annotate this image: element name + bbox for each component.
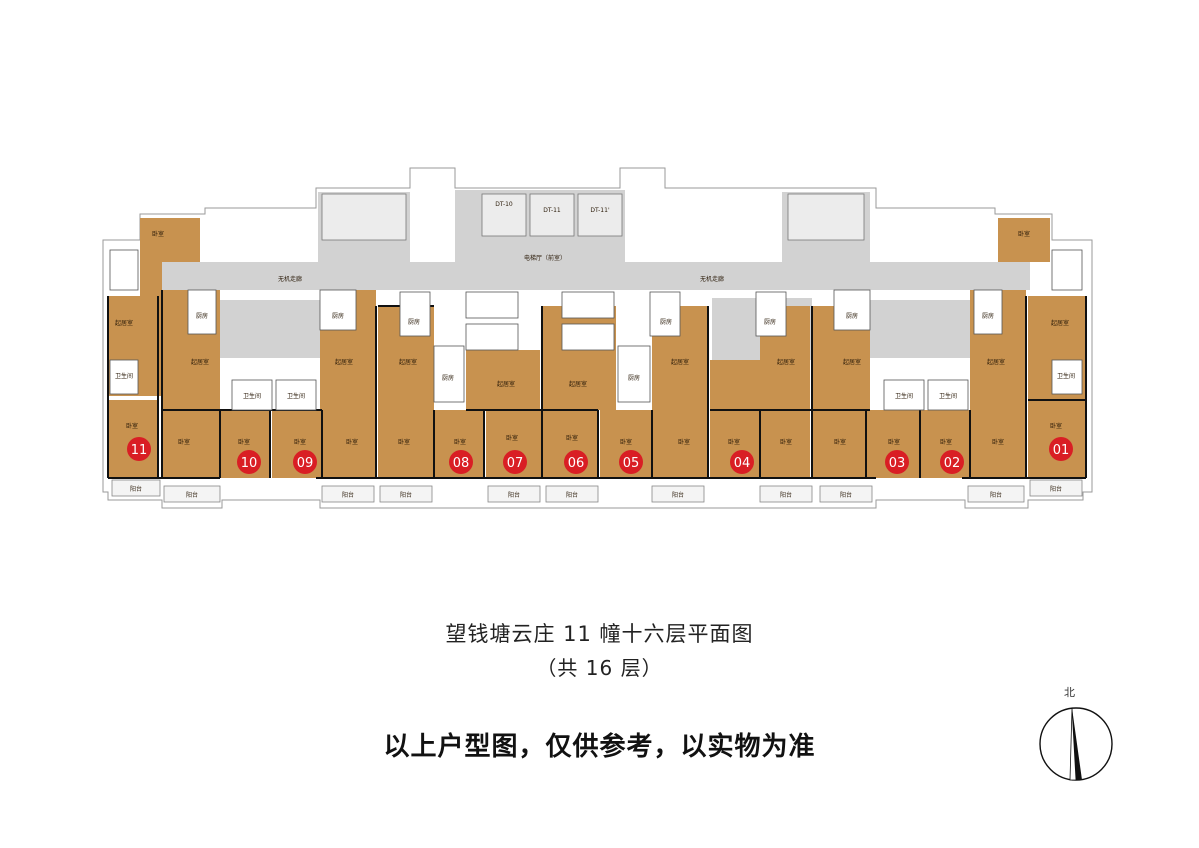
balcony-label: 阳台 (342, 491, 354, 499)
bath-label: 卫生间 (1057, 372, 1075, 380)
kitchen-label: 厨房 (846, 312, 858, 320)
bedroom-label: 卧室 (940, 438, 952, 446)
unit-badge-circle (127, 437, 151, 461)
balcony-label: 阳台 (990, 491, 1002, 499)
bedroom-label: 卧室 (178, 438, 190, 446)
balcony-label: 阳台 (186, 491, 198, 499)
service-rooms (109, 249, 1083, 411)
unit-number-11: 11 (131, 443, 148, 458)
bedroom-label: 卧室 (620, 438, 632, 446)
north-arrow-icon (1039, 707, 1113, 781)
kitchen-label: 厨房 (408, 318, 420, 326)
balcony-label: 阳台 (400, 491, 412, 499)
unit-badge-circle (730, 450, 754, 474)
balcony-label: 阳台 (566, 491, 578, 499)
unit-badge-circle (449, 450, 473, 474)
plan-title: 望钱塘云庄 11 幢十六层平面图 (445, 622, 754, 646)
balcony-label: 阳台 (1050, 485, 1062, 493)
room-labels: 无机走廊 无机走廊 电梯厅（前室） 起居室 起居室 起居室 起居室 起居室 起居… (115, 201, 1075, 499)
disclaimer-text: 以上户型图，仅供参考，以实物为准 (383, 732, 816, 762)
unit-number-10: 10 (241, 456, 258, 471)
living-label: 起居室 (671, 358, 689, 366)
unit-number-04: 04 (734, 456, 751, 471)
unit-number-08: 08 (453, 456, 470, 471)
balcony-label: 阳台 (840, 491, 852, 499)
bedroom-label: 卧室 (506, 434, 518, 442)
living-label: 起居室 (1051, 319, 1069, 327)
corridor-label: 无机走廊 (700, 275, 724, 283)
floor-plan: 无机走廊 无机走廊 电梯厅（前室） 起居室 起居室 起居室 起居室 起居室 起居… (102, 167, 1093, 509)
balcony-label: 阳台 (130, 485, 142, 493)
building-outline (102, 167, 1093, 509)
kitchen-label: 厨房 (982, 312, 994, 320)
unit-badges: 11 10 09 08 07 06 05 04 03 02 01 (127, 437, 1073, 474)
balconies (111, 479, 1083, 503)
lobby-label: 电梯厅（前室） (524, 254, 566, 262)
unit-number-02: 02 (944, 456, 961, 471)
wall-lines (107, 290, 1087, 479)
bedroom-label: 卧室 (728, 438, 740, 446)
bedroom-label: 卧室 (398, 438, 410, 446)
bedroom-label: 卧室 (238, 438, 250, 446)
bedroom-label: 卧室 (678, 438, 690, 446)
living-label: 起居室 (843, 358, 861, 366)
unit-badge-circle (1049, 437, 1073, 461)
living-label: 起居室 (115, 319, 133, 327)
shaft-label: DT-10 (495, 201, 513, 208)
bath-label: 卫生间 (895, 392, 913, 400)
unit-badge-circle (564, 450, 588, 474)
unit-number-06: 06 (568, 456, 585, 471)
unit-badge-circle (293, 450, 317, 474)
north-label: 北 (1064, 686, 1075, 699)
kitchen-label: 厨房 (764, 318, 776, 326)
unit-badge-circle (885, 450, 909, 474)
corridor-label: 无机走廊 (278, 275, 302, 283)
bedroom-label: 卧室 (294, 438, 306, 446)
bath-label: 卫生间 (243, 392, 261, 400)
unit-number-03: 03 (889, 456, 906, 471)
unit-number-09: 09 (297, 456, 314, 471)
living-label: 起居室 (987, 358, 1005, 366)
living-label: 起居室 (191, 358, 209, 366)
bedroom-label: 卧室 (126, 422, 138, 430)
unit-badge-circle (619, 450, 643, 474)
bedroom-label: 卧室 (780, 438, 792, 446)
kitchen-label: 厨房 (442, 374, 454, 382)
bath-label: 卫生间 (939, 392, 957, 400)
bedroom-label: 卧室 (1018, 230, 1030, 238)
compass: 北 (1036, 684, 1116, 784)
bedroom-label: 卧室 (834, 438, 846, 446)
unit-badge-circle (940, 450, 964, 474)
kitchen-label: 厨房 (660, 318, 672, 326)
living-label: 起居室 (777, 358, 795, 366)
living-label: 起居室 (399, 358, 417, 366)
shaft-label: DT-11 (543, 207, 561, 214)
bedroom-label: 卧室 (888, 438, 900, 446)
living-label: 起居室 (497, 380, 515, 388)
bedroom-label: 卧室 (152, 230, 164, 238)
bedroom-label: 卧室 (1050, 422, 1062, 430)
bedroom-label: 卧室 (992, 438, 1004, 446)
bedroom-label: 卧室 (346, 438, 358, 446)
kitchen-label: 厨房 (196, 312, 208, 320)
bedroom-label: 卧室 (566, 434, 578, 442)
bedroom-label: 卧室 (454, 438, 466, 446)
bath-label: 卫生间 (115, 372, 133, 380)
plan-subtitle: （共 16 层） (536, 656, 663, 680)
unit-number-05: 05 (623, 456, 640, 471)
balcony-label: 阳台 (508, 491, 520, 499)
balcony-label: 阳台 (672, 491, 684, 499)
living-label: 起居室 (569, 380, 587, 388)
bath-label: 卫生间 (287, 392, 305, 400)
unit-number-07: 07 (507, 456, 524, 471)
kitchen-label: 厨房 (628, 374, 640, 382)
balcony-label: 阳台 (780, 491, 792, 499)
living-label: 起居室 (335, 358, 353, 366)
stairwells (321, 193, 865, 241)
kitchen-label: 厨房 (332, 312, 344, 320)
unit-badge-circle (237, 450, 261, 474)
unit-number-01: 01 (1053, 443, 1070, 458)
shaft-label: DT-11' (590, 207, 610, 214)
unit-badge-circle (503, 450, 527, 474)
